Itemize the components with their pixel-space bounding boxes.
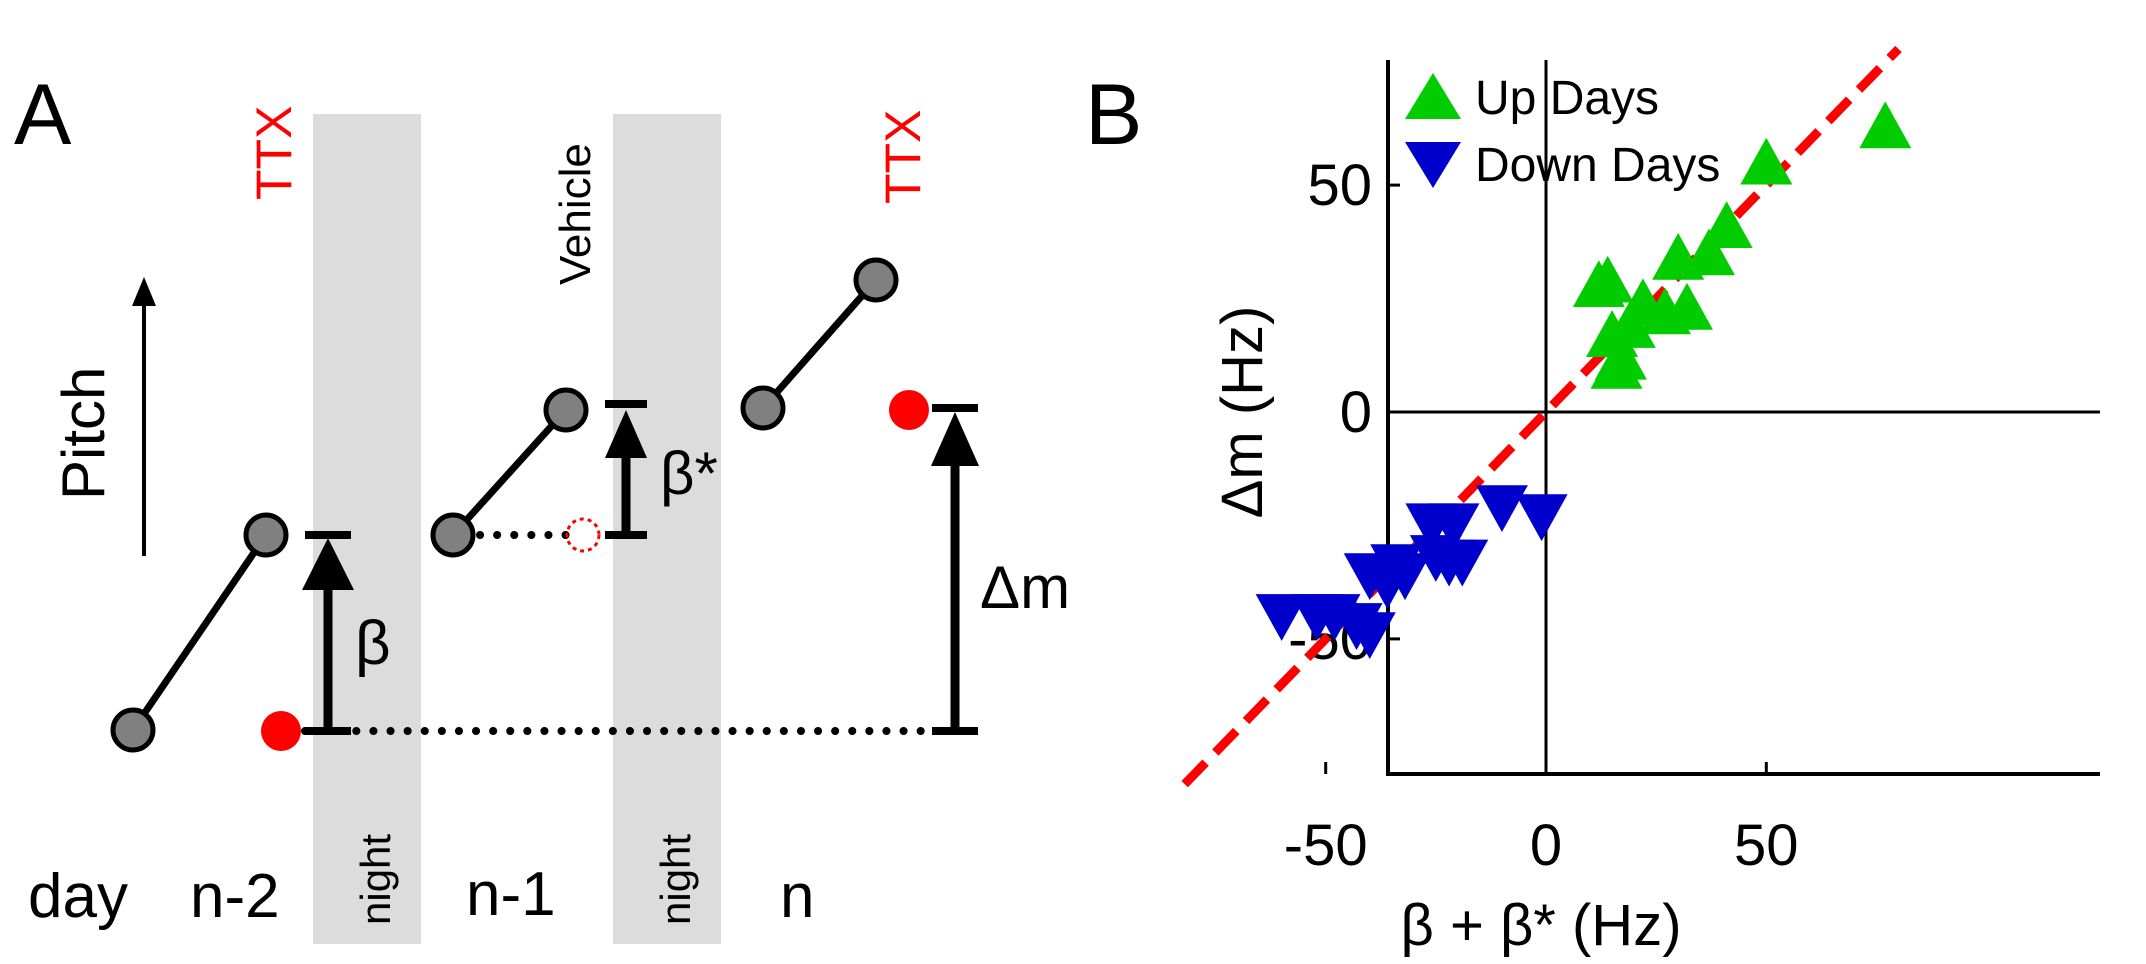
y-tick-label: 0 [1340,380,1372,445]
legend-label-up: Up Days [1475,72,1659,125]
down-day-point [1515,494,1568,542]
day-n-ttx-dot [889,390,929,430]
day-n2-start-dot [110,707,156,753]
day-n1-line [450,407,569,538]
down-day-point [1475,485,1528,532]
pitch-arrow-icon [132,277,156,306]
y-axis-label: Δm (Hz) [1210,306,1275,519]
up-day-point [1652,233,1705,280]
up-day-point [1740,137,1793,185]
drug-label-ttx-1: TTX [246,106,302,200]
day-row-label: day [28,862,128,931]
legend-marker-down [1405,142,1461,188]
chart-points [1255,101,1912,660]
x-tick-label: 0 [1530,813,1562,878]
delta-m-label: Δm [980,554,1070,621]
down-day-point [1379,553,1432,601]
y-tick-label: 50 [1307,153,1372,218]
panel-b-letter: B [1085,67,1142,163]
day-n1-start-dot [430,512,476,558]
night-label-1: night [352,834,399,925]
up-day-point [1683,228,1736,276]
up-day-point [1700,201,1753,249]
projected-dot-outline [565,517,601,553]
day-row-n: n [780,862,814,931]
panel-a-letter: A [14,67,72,163]
up-day-point [1590,341,1643,389]
day-n-line [760,277,879,411]
day-row-n1: n-1 [466,860,556,929]
day-n-end-dot [853,257,899,303]
beta-star-label: β* [660,440,718,507]
down-day-point [1343,612,1396,660]
x-axis-label: β + β* (Hz) [1400,893,1681,958]
up-day-point [1859,101,1912,149]
down-day-point [1436,539,1489,587]
drug-label-vehicle: Vehicle [551,143,600,285]
down-day-point [1427,503,1480,551]
day-n2-end-dot [243,512,289,558]
delta-m-arrow-icon [931,412,979,466]
up-day-point [1572,260,1625,308]
legend-label-down: Down Days [1475,139,1720,192]
legend-marker-up [1405,73,1461,119]
down-day-point [1255,594,1308,641]
panel-a: A TTX Vehicle TTX Pitch β [14,67,1070,944]
day-n1-end-dot [543,387,589,433]
beta-star-arrow-icon [605,410,647,458]
day-n-start-dot [740,385,786,431]
drug-label-ttx-2: TTX [875,110,931,204]
night-band-2 [613,114,721,944]
day-n2-line [130,533,269,732]
night-label-2: night [652,834,699,925]
night-band-1 [313,114,421,944]
x-tick-label: 50 [1734,813,1799,878]
beta-label: β [355,609,391,678]
day-n2-ttx-dot [261,711,301,751]
pitch-axis-label: Pitch [50,367,117,500]
day-row-n2: n-2 [190,862,280,931]
x-tick-label: -50 [1284,813,1368,878]
beta-arrow-icon [302,538,354,590]
